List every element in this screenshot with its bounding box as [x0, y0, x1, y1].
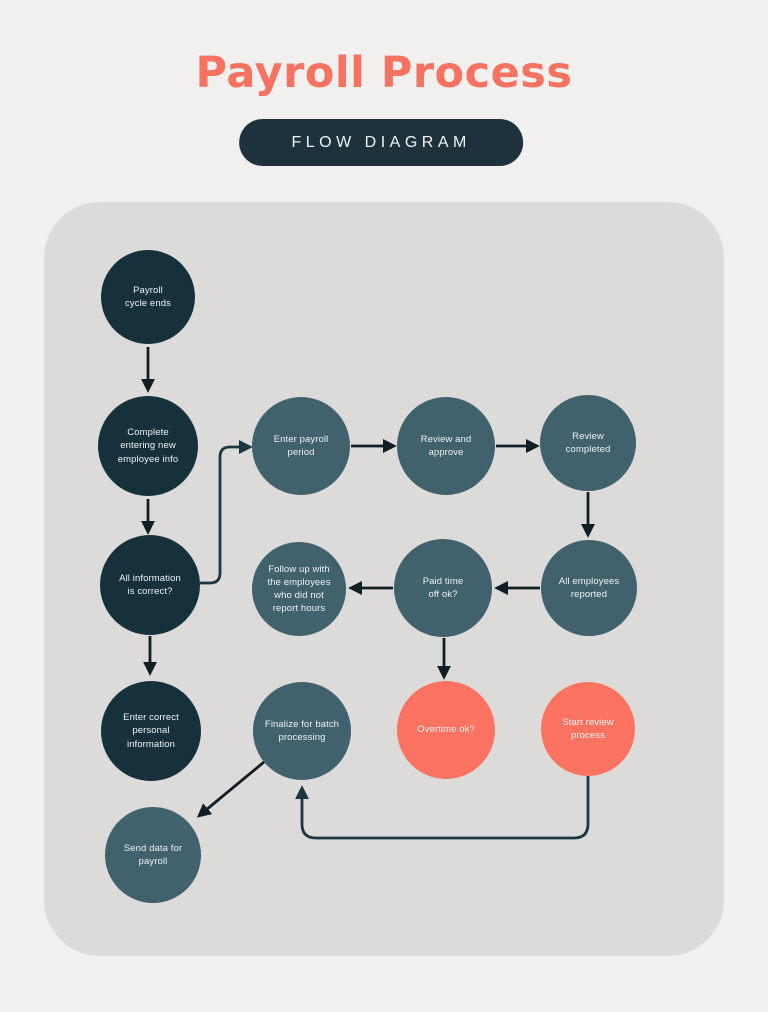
flow-node-review-completed: Review completed	[540, 395, 636, 491]
flow-node-overtime-ok: Overtime ok?	[397, 681, 495, 779]
flow-diagram-badge: FLOW DIAGRAM	[239, 119, 524, 166]
flow-node-finalize-batch-processing: Finalize for batch processing	[253, 682, 351, 780]
page-title: Payroll Process	[195, 48, 573, 98]
flow-diagram-badge-label: FLOW DIAGRAM	[291, 133, 471, 151]
flow-node-payroll-cycle-ends: Payroll cycle ends	[101, 250, 195, 344]
flow-node-send-data-payroll: Send data for payroll	[105, 807, 201, 903]
flow-node-follow-up-employees: Follow up with the employees who did not…	[252, 542, 346, 636]
flow-node-review-and-approve: Review and approve	[397, 397, 495, 495]
flow-node-start-review-process: Start review process	[541, 682, 635, 776]
flow-node-paid-time-off-ok: Paid time off ok?	[394, 539, 492, 637]
flow-node-complete-entering-info: Complete entering new employee info	[98, 396, 198, 496]
flow-node-all-employees-reported: All employees reported	[541, 540, 637, 636]
flow-node-enter-payroll-period: Enter payroll period	[252, 397, 350, 495]
flow-node-all-information-correct: All information is correct?	[100, 535, 200, 635]
flow-node-enter-correct-personal-info: Enter correct personal information	[101, 681, 201, 781]
